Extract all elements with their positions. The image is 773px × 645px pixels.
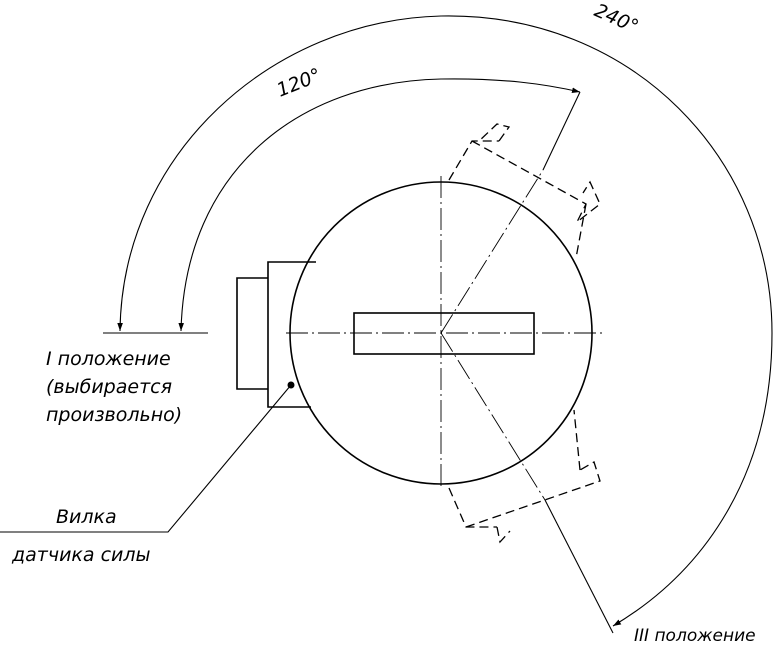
connector-position-2-ghost <box>448 123 601 259</box>
position-3-label: III положение <box>634 626 756 645</box>
dimension-arc-120 <box>178 78 581 332</box>
angle-240-label: 240° <box>591 0 642 38</box>
position-1-label-line2: (выбирается <box>46 376 172 398</box>
dimension-arc-240 <box>117 15 773 627</box>
connector-flange <box>236 277 268 390</box>
position-2-extension-line <box>542 91 581 171</box>
connector-position-3-ghost <box>448 409 601 544</box>
plug-leader-line <box>0 384 292 533</box>
position-3-extension-line <box>544 499 614 634</box>
position-2-axis-line <box>440 169 544 334</box>
position-1-label-line3: произвольно) <box>46 404 182 426</box>
angle-120-label: 120° <box>274 64 325 102</box>
plug-label-line1: Вилка <box>56 506 117 528</box>
center-slot <box>353 312 535 355</box>
plug-label-line2: датчика силы <box>11 544 151 566</box>
position-1-label-line1: I положение <box>46 348 171 370</box>
